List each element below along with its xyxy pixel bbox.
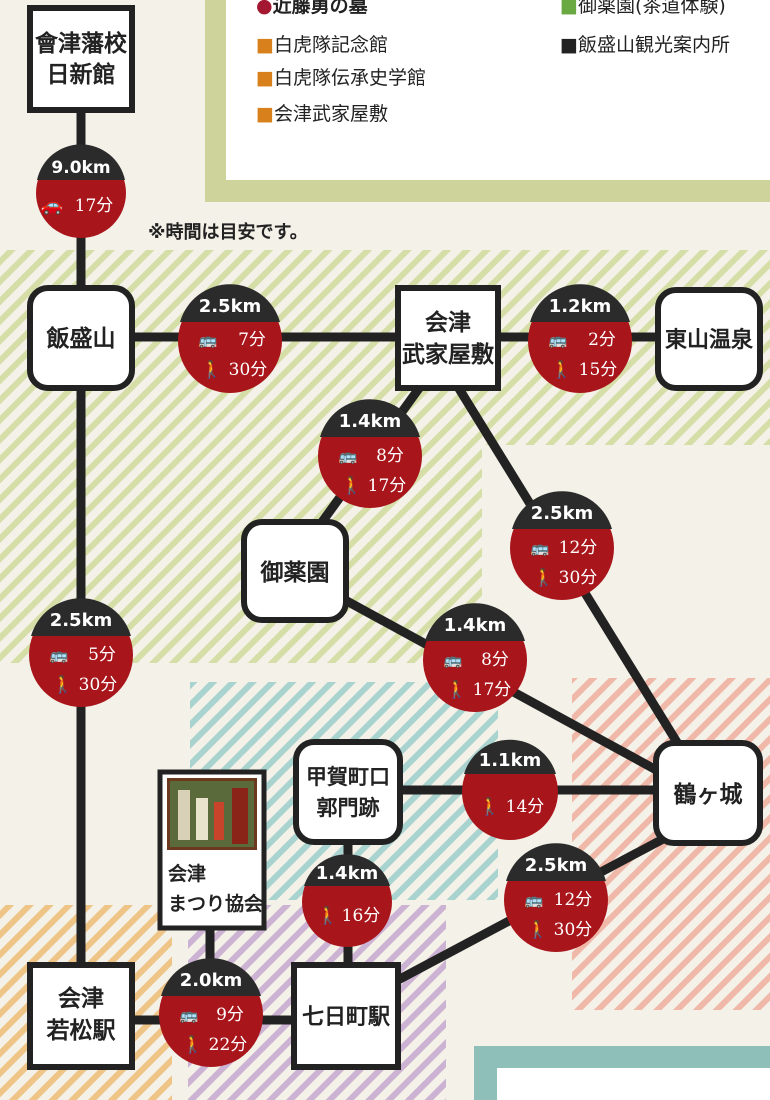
badge-wakamatsu-nanokamachi-km: 2.0km bbox=[180, 970, 243, 991]
walk-icon: 🚶 bbox=[551, 359, 572, 380]
walk-icon: 🚶 bbox=[52, 674, 73, 695]
legend-item-bukeyashiki: ■会津武家屋敷 bbox=[256, 103, 388, 125]
badge-wakamatsu-nanokamachi-walk: 22分 bbox=[209, 1035, 248, 1055]
badge-iimori-wakamatsu: 2.5km 🚌 5分 🚶 30分 bbox=[29, 598, 133, 707]
badge-buke-tsurugajo-walk: 30分 bbox=[559, 568, 598, 588]
badge-buke-higashiyama-km: 1.2km bbox=[549, 296, 612, 317]
badge-iimori-wakamatsu-bus: 5分 bbox=[88, 645, 116, 665]
badge-oyakuen-tsurugajo: 1.4km 🚌 8分 🚶 17分 bbox=[423, 603, 527, 712]
badge-nisshinkan-iimori-km: 9.0km bbox=[51, 158, 110, 178]
place-nisshinkan-line1: 會津藩校 bbox=[34, 30, 128, 57]
walk-icon: 🚶 bbox=[341, 475, 362, 496]
badge-koga-nanokamachi: 1.4km 🚶 16分 bbox=[302, 854, 392, 947]
info-box bbox=[497, 1068, 770, 1100]
bus-icon: 🚌 bbox=[339, 447, 358, 465]
badge-buke-tsurugajo-bus: 12分 bbox=[559, 538, 598, 558]
badge-wakamatsu-nanokamachi-bus: 9分 bbox=[216, 1005, 244, 1025]
badge-iimori-buke-walk: 30分 bbox=[229, 360, 268, 380]
badge-oyakuen-tsurugajo-km: 1.4km bbox=[444, 615, 507, 636]
legend-item-byakkotai-museum: ■白虎隊記念館 bbox=[256, 33, 388, 56]
badge-iimori-wakamatsu-walk: 30分 bbox=[79, 675, 118, 695]
place-higashiyama-line1: 東山温泉 bbox=[665, 327, 754, 353]
badge-buke-oyakuen-km: 1.4km bbox=[339, 411, 402, 432]
walk-icon: 🚶 bbox=[201, 359, 222, 380]
badge-nanokamachi-tsurugajo-walk: 30分 bbox=[554, 920, 593, 940]
badge-oyakuen-tsurugajo-walk: 17分 bbox=[473, 680, 512, 700]
badge-nanokamachi-tsurugajo: 2.5km 🚌 12分 🚶 30分 bbox=[504, 843, 608, 952]
badge-nisshinkan-iimori: 9.0km 🚗 17分 bbox=[36, 144, 126, 238]
bus-icon: 🚌 bbox=[531, 539, 550, 557]
badge-koga-tsurugajo-walk: 14分 bbox=[506, 797, 545, 817]
walk-icon: 🚶 bbox=[533, 567, 554, 588]
place-koga[interactable]: 甲賀町口 郭門跡 bbox=[293, 739, 403, 845]
legend-item-iimori-info: ■飯盛山観光案内所 bbox=[560, 34, 730, 56]
place-nisshinkan[interactable]: 會津藩校 日新館 bbox=[27, 5, 135, 113]
place-tsurugajo-line1: 鶴ヶ城 bbox=[674, 781, 743, 808]
badge-iimori-wakamatsu-km: 2.5km bbox=[50, 610, 113, 631]
bus-icon: 🚌 bbox=[525, 891, 544, 909]
place-nanokamachi[interactable]: 七日町駅 bbox=[291, 962, 401, 1070]
legend-item-oyakuen-tea: ■御薬園(茶道体験) bbox=[560, 0, 726, 17]
place-bukeyashiki[interactable]: 会津 武家屋敷 bbox=[395, 285, 501, 391]
badge-buke-tsurugajo: 2.5km 🚌 12分 🚶 30分 bbox=[510, 491, 614, 600]
place-matsuri-line1: 会津 bbox=[168, 862, 206, 885]
car-icon: 🚗 bbox=[41, 195, 63, 216]
walk-icon: 🚶 bbox=[527, 919, 548, 940]
legend-item-kondo-grave: ●近藤勇の墓 bbox=[256, 0, 369, 17]
badge-iimori-buke-km: 2.5km bbox=[199, 296, 262, 317]
badge-oyakuen-tsurugajo-bus: 8分 bbox=[481, 650, 509, 670]
place-matsuri-line2: まつり協会 bbox=[168, 892, 263, 915]
legend-panel bbox=[226, 0, 770, 180]
badge-buke-oyakuen-bus: 8分 bbox=[376, 446, 404, 466]
place-bukeyashiki-line2: 武家屋敷 bbox=[402, 341, 495, 368]
badge-koga-tsurugajo-km: 1.1km bbox=[479, 750, 542, 771]
walk-icon: 🚶 bbox=[479, 796, 500, 817]
place-tsurugajo[interactable]: 鶴ヶ城 bbox=[653, 740, 763, 846]
place-bukeyashiki-line1: 会津 bbox=[425, 309, 471, 336]
badge-buke-higashiyama-walk: 15分 bbox=[579, 360, 618, 380]
place-koga-line2: 郭門跡 bbox=[317, 796, 380, 820]
walk-icon: 🚶 bbox=[317, 905, 338, 926]
badge-buke-higashiyama-bus: 2分 bbox=[588, 330, 616, 350]
badge-nanokamachi-tsurugajo-bus: 12分 bbox=[554, 890, 593, 910]
legend-item-byakkotai-history: ■白虎隊伝承史学館 bbox=[256, 67, 426, 89]
place-iimoriyama-line1: 飯盛山 bbox=[46, 325, 116, 352]
bus-icon: 🚌 bbox=[50, 646, 69, 664]
badge-nanokamachi-tsurugajo-km: 2.5km bbox=[525, 855, 588, 876]
bus-icon: 🚌 bbox=[444, 651, 463, 669]
badge-koga-nanokamachi-walk: 16分 bbox=[342, 906, 381, 926]
badge-buke-tsurugajo-km: 2.5km bbox=[531, 503, 594, 524]
bus-icon: 🚌 bbox=[549, 331, 568, 349]
place-matsuri[interactable]: 会津 まつり協会 bbox=[157, 769, 267, 931]
place-oyakuen-line1: 御薬園 bbox=[260, 559, 330, 586]
place-wakamatsu[interactable]: 会津 若松駅 bbox=[27, 962, 135, 1070]
walk-icon: 🚶 bbox=[446, 679, 467, 700]
place-wakamatsu-line2: 若松駅 bbox=[47, 1018, 116, 1044]
bus-icon: 🚌 bbox=[199, 331, 218, 349]
place-oyakuen[interactable]: 御薬園 bbox=[241, 519, 349, 623]
walk-icon: 🚶 bbox=[182, 1034, 203, 1055]
matsuri-photo bbox=[167, 778, 257, 850]
place-nanokamachi-line1: 七日町駅 bbox=[302, 1005, 390, 1030]
badge-iimori-buke: 2.5km 🚌 7分 🚶 30分 bbox=[178, 284, 282, 393]
badge-wakamatsu-nanokamachi: 2.0km 🚌 9分 🚶 22分 bbox=[159, 958, 263, 1067]
badge-koga-nanokamachi-km: 1.4km bbox=[316, 863, 379, 884]
badge-buke-higashiyama: 1.2km 🚌 2分 🚶 15分 bbox=[528, 284, 632, 393]
place-nisshinkan-line2: 日新館 bbox=[47, 61, 116, 88]
time-note: ※時間は目安です。 bbox=[148, 221, 308, 243]
badge-buke-oyakuen-walk: 17分 bbox=[368, 476, 407, 496]
place-wakamatsu-line1: 会津 bbox=[58, 985, 104, 1012]
place-higashiyama[interactable]: 東山温泉 bbox=[655, 287, 763, 391]
badge-nisshinkan-iimori-car: 17分 bbox=[75, 196, 114, 216]
place-iimoriyama[interactable]: 飯盛山 bbox=[27, 285, 135, 391]
place-koga-line1: 甲賀町口 bbox=[306, 765, 390, 789]
bus-icon: 🚌 bbox=[180, 1006, 199, 1024]
badge-iimori-buke-bus: 7分 bbox=[238, 330, 266, 350]
badge-buke-oyakuen: 1.4km 🚌 8分 🚶 17分 bbox=[318, 399, 422, 508]
badge-koga-tsurugajo: 1.1km 🚶 14分 bbox=[462, 739, 558, 840]
